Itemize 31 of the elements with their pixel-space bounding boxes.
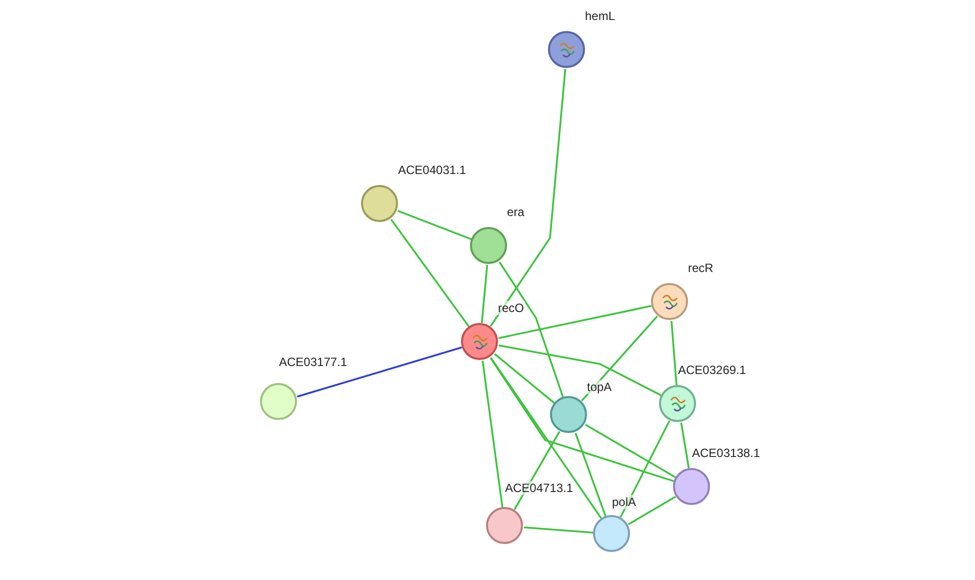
interaction-line <box>524 526 594 534</box>
interaction-line <box>397 210 472 240</box>
interaction-line <box>490 68 566 327</box>
interaction-line <box>390 218 470 328</box>
interaction-line <box>498 344 662 396</box>
interaction-line <box>296 346 462 398</box>
interaction-line <box>480 264 488 324</box>
gene-label: ACE04713.1 <box>504 481 574 495</box>
interaction-line <box>498 305 652 339</box>
interaction-line <box>490 357 674 482</box>
gene-label: polA <box>611 495 638 509</box>
interaction-line <box>584 424 676 478</box>
interaction-line <box>498 261 564 398</box>
gene-label: topA <box>586 380 613 394</box>
gene-label: recO <box>497 301 526 315</box>
gene-label: hemL <box>584 9 616 23</box>
interaction-line <box>628 496 676 526</box>
gene-label: ACE03138.1 <box>691 446 762 460</box>
gene-label: ACE04031.1 <box>397 163 468 177</box>
interaction-line <box>514 431 560 510</box>
interaction-line <box>680 422 690 468</box>
interaction-line <box>490 357 602 519</box>
gene-label: ACE03269.1 <box>677 363 748 377</box>
gene-label: recR <box>687 261 714 275</box>
gene-label: ACE03177.1 <box>278 355 348 369</box>
interaction-line <box>494 353 555 404</box>
interaction-line <box>670 320 678 386</box>
interaction-line <box>620 420 670 518</box>
interaction-line <box>574 432 606 516</box>
interaction-line <box>581 316 658 402</box>
interaction-line <box>482 360 504 508</box>
